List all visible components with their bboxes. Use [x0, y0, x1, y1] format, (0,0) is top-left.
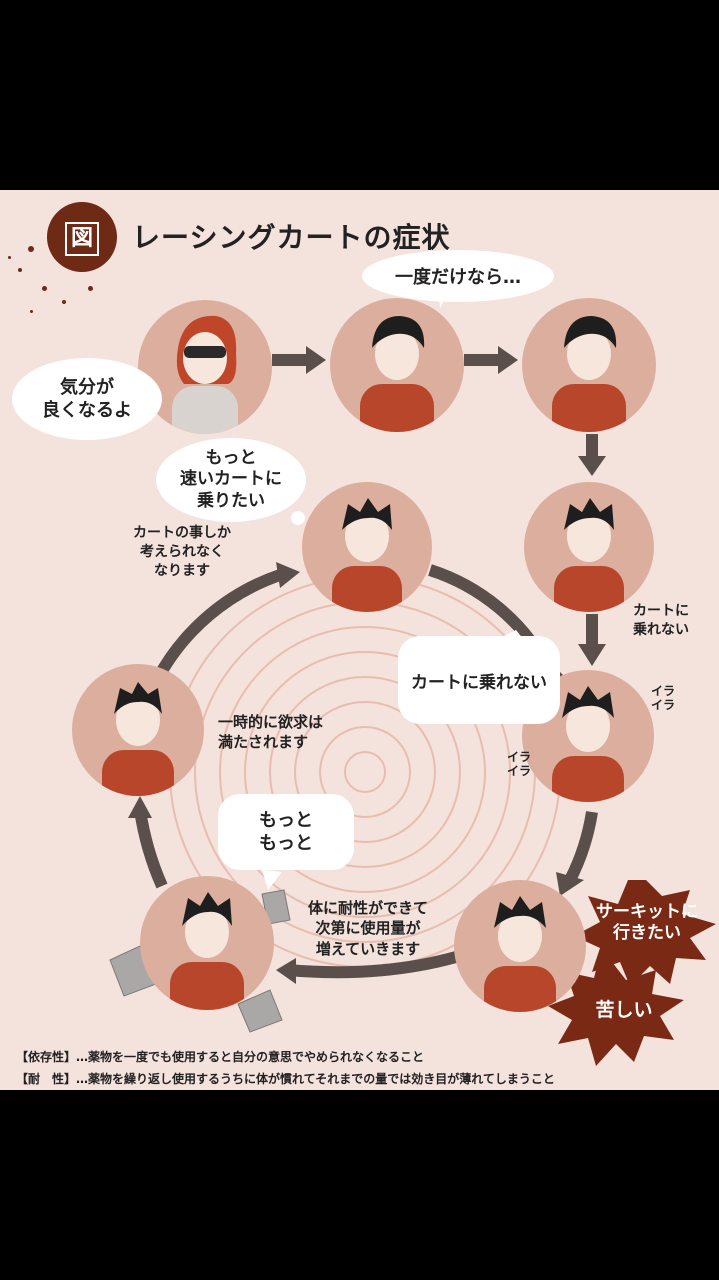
- ink-speck: [42, 286, 47, 291]
- burst-painful-shape: [548, 954, 684, 1066]
- caption-only-cart: カートの事しか 考えられなく なります: [133, 525, 231, 579]
- figure-badge-label: 図: [65, 222, 99, 256]
- person-tolerance: [140, 876, 274, 1010]
- arrow-4-to-5: [578, 614, 606, 666]
- hair: [494, 896, 546, 928]
- diagram-canvas: 図 レーシングカートの症状: [0, 190, 719, 1090]
- shirt: [484, 966, 556, 1012]
- face: [567, 510, 611, 562]
- figure-badge: 図: [47, 202, 117, 272]
- person-once: [330, 298, 464, 432]
- speech-bubble-once: 一度だけなら…: [362, 250, 554, 302]
- caption-tolerance: 体に耐性ができて 次第に使用量が 増えていきます: [307, 899, 428, 958]
- caption-ira-right: イラ イラ: [650, 684, 675, 713]
- ink-speck: [18, 268, 22, 272]
- ink-speck: [88, 286, 93, 291]
- hair: [564, 316, 617, 348]
- face: [116, 694, 160, 746]
- ink-speck: [30, 310, 33, 313]
- face: [498, 910, 542, 962]
- shirt: [172, 386, 238, 434]
- face: [566, 700, 610, 752]
- shirt: [554, 566, 624, 612]
- caption-temporary: 一時的に欲求は 満たされます: [218, 713, 324, 752]
- face: [567, 328, 611, 380]
- ink-speck: [28, 246, 34, 252]
- footnote-dependence: 【依存性】…薬物を一度でも使用すると自分の意思でやめられなくなること: [16, 1050, 425, 1064]
- caption-ira-left: イラ イラ: [506, 750, 531, 779]
- ink-speck: [8, 256, 11, 259]
- face: [185, 906, 229, 958]
- shirt: [102, 750, 174, 796]
- shirt: [552, 384, 626, 432]
- arrow-1-to-2: [272, 346, 326, 374]
- hair: [562, 686, 614, 718]
- hair: [564, 498, 614, 530]
- cycle-arrows: [134, 564, 598, 979]
- person-suffering: [454, 880, 586, 1012]
- diagram-graphics: [109, 286, 716, 1066]
- hair: [182, 892, 232, 926]
- caption-cant-ride: カートに 乗れない: [633, 603, 689, 638]
- burst-circuit-label: サーキットに 行きたい: [596, 902, 698, 944]
- hair: [342, 498, 392, 530]
- arrow-3-to-4: [578, 434, 606, 476]
- shirt: [552, 756, 624, 802]
- speech-bubble-more: もっと もっと: [218, 794, 354, 870]
- thought-bubble-faster: もっと 速いカートに 乗りたい: [156, 438, 306, 522]
- hair: [114, 682, 162, 714]
- burst-painful-label: 苦しい: [595, 999, 653, 1021]
- face: [375, 328, 419, 380]
- ink-speck: [62, 300, 66, 304]
- sunglasses: [184, 346, 226, 358]
- shirt: [332, 566, 402, 612]
- person-excited: [524, 482, 654, 612]
- person-satisfied: [72, 664, 204, 796]
- footnote-tolerance: 【耐 性】…薬物を繰り返し使用するうちに体が慣れてそれまでの量では効き目が薄れて…: [16, 1072, 555, 1086]
- diagram-title: レーシングカートの症状: [132, 221, 451, 254]
- person-third: [522, 298, 656, 432]
- speech-bubble-cant-ride: カートに乗れない: [398, 636, 560, 724]
- hair: [372, 316, 425, 348]
- face: [345, 510, 389, 562]
- arrow-2-to-3: [464, 346, 518, 374]
- person-dealer: [138, 300, 272, 434]
- burst-circuit-shape: [574, 880, 716, 986]
- person-faster: [302, 482, 432, 612]
- speech-bubble-dealer: 気分が 良くなるよ: [12, 358, 162, 440]
- shirt: [360, 384, 434, 432]
- shirt: [170, 962, 244, 1010]
